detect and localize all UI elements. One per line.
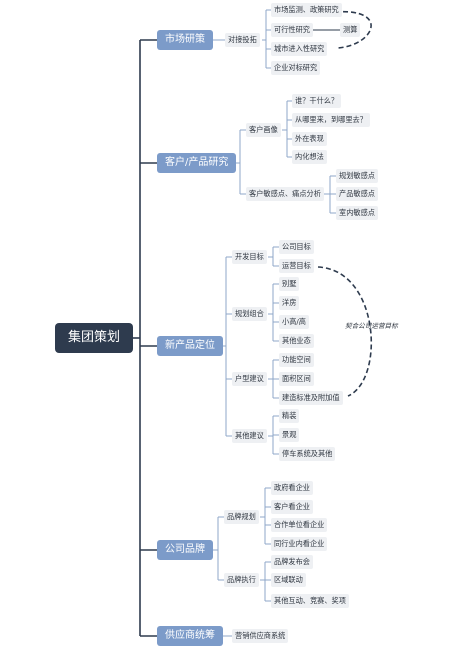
node-portrait-origin[interactable]: 从哪里来，到哪里去？	[292, 113, 370, 127]
node-landscape[interactable]: 景观	[279, 428, 300, 442]
node-supplier-coordination[interactable]: 供应商统筹	[157, 626, 223, 646]
dashed-link-positioning	[317, 266, 373, 397]
node-market-research[interactable]: 市场研策	[157, 30, 213, 50]
node-portrait-who[interactable]: 谁？干什么？	[292, 94, 342, 108]
root-node[interactable]: 集团策划	[55, 323, 133, 353]
node-company-goal[interactable]: 公司目标	[279, 240, 314, 254]
node-other-formats[interactable]: 其他业态	[279, 334, 314, 348]
node-villa[interactable]: 别墅	[279, 277, 300, 291]
node-market-monitoring[interactable]: 市场监测、政策研究	[271, 3, 342, 17]
node-peer-view[interactable]: 同行业内看企业	[271, 537, 328, 551]
node-company-brand[interactable]: 公司品牌	[157, 540, 213, 560]
node-area-range[interactable]: 面积区间	[279, 372, 314, 386]
node-city-entry-study[interactable]: 城市进入性研究	[271, 42, 328, 56]
node-estimate[interactable]: 测算	[340, 23, 361, 37]
node-planning-mix[interactable]: 规划组合	[232, 307, 267, 321]
dashed-annotation: 契合公司运营目标	[345, 322, 398, 330]
node-brand-execution[interactable]: 品牌执行	[224, 573, 259, 587]
node-brand-planning[interactable]: 品牌规划	[224, 510, 259, 524]
node-construction-standard[interactable]: 建造标准及附加值	[279, 391, 343, 405]
node-other-suggestions[interactable]: 其他建议	[232, 429, 267, 443]
node-enterprise-benchmark[interactable]: 企业对标研究	[271, 61, 321, 75]
node-planning-sensitivity[interactable]: 规划敏感点	[336, 169, 378, 183]
node-interior-sensitivity[interactable]: 室内敏感点	[336, 206, 378, 220]
node-customer-pain-points[interactable]: 客户敏感点、痛点分析	[246, 187, 324, 201]
node-portrait-thoughts[interactable]: 内化想法	[292, 150, 327, 164]
node-government-view[interactable]: 政府看企业	[271, 481, 313, 495]
node-high-rise[interactable]: 小高/高	[279, 315, 309, 329]
node-portrait-appearance[interactable]: 外在表现	[292, 132, 327, 146]
node-marketing-supplier-system[interactable]: 营销供应商系统	[232, 629, 289, 643]
node-function-space[interactable]: 功能空间	[279, 353, 314, 367]
node-western-house[interactable]: 洋房	[279, 296, 300, 310]
node-parking-system[interactable]: 停车系统及其他	[279, 447, 336, 461]
node-customer-portrait[interactable]: 客户画像	[246, 123, 281, 137]
node-other-interaction[interactable]: 其他互动、竞赛、奖项	[271, 594, 349, 608]
node-fine-decoration[interactable]: 精装	[279, 409, 300, 423]
node-unit-suggestion[interactable]: 户型建议	[232, 372, 267, 386]
node-feasibility-study[interactable]: 可行性研究	[271, 23, 313, 37]
node-product-sensitivity[interactable]: 产品敏感点	[336, 187, 378, 201]
node-partner-view[interactable]: 合作单位看企业	[271, 518, 328, 532]
dashed-link-market	[334, 11, 372, 49]
node-brand-launch[interactable]: 品牌发布会	[271, 555, 313, 569]
node-operation-goal[interactable]: 运营目标	[279, 259, 314, 273]
node-benchmark-investment[interactable]: 对接投拓	[225, 33, 260, 47]
node-product-positioning[interactable]: 新产品定位	[157, 336, 223, 356]
node-customer-view[interactable]: 客户看企业	[271, 500, 313, 514]
node-customer-product[interactable]: 客户/产品研究	[157, 153, 237, 173]
node-regional-linkage[interactable]: 区域联动	[271, 573, 306, 587]
node-development-goals[interactable]: 开发目标	[232, 250, 267, 264]
